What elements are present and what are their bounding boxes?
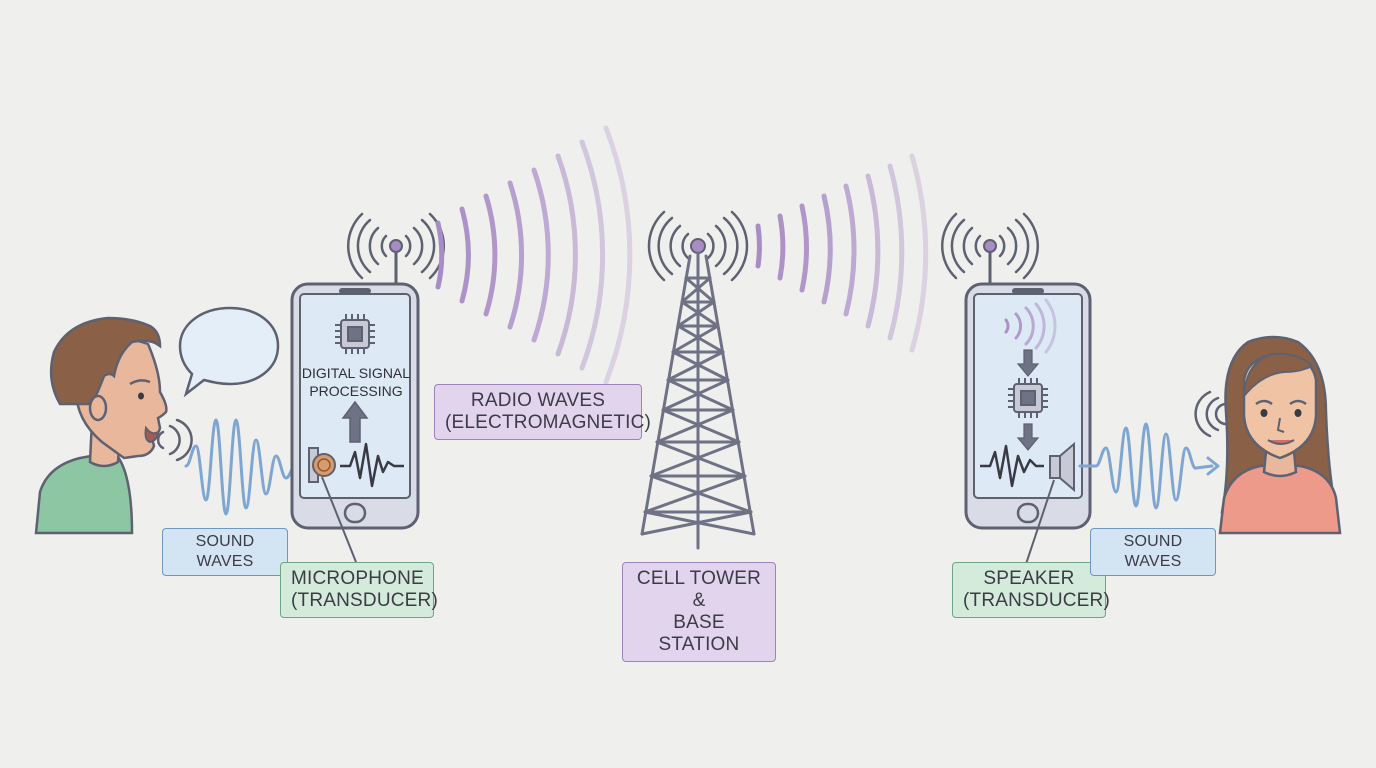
speaker-line-1: SPEAKER: [983, 568, 1075, 589]
man-figure: [34, 316, 168, 535]
man-shirt: [34, 450, 134, 535]
man-ear: [88, 394, 108, 422]
sound-waves-right-label: SOUND WAVES: [1090, 528, 1216, 576]
electric-signal-right: [980, 444, 1044, 488]
radio-waves-label: RADIO WAVES (ELECTROMAGNETIC): [434, 384, 652, 440]
speaker-label: SPEAKER (TRANSDUCER): [952, 562, 1111, 618]
mouth-sound-arcs: [156, 418, 193, 462]
speaker-icon: [1049, 441, 1075, 493]
sound-waves-left-text: SOUND WAVES: [195, 533, 255, 570]
sound-waves-left-label: SOUND WAVES: [162, 528, 288, 576]
microphone-pointer: [321, 476, 357, 563]
ear-sound-arcs: [1194, 390, 1228, 438]
man-eyebrow: [129, 379, 151, 386]
woman-nose: [1276, 417, 1285, 433]
down-arrow-icon: [1016, 423, 1040, 451]
electric-signal-left: [340, 442, 404, 488]
sound-arrow-icon: [1206, 456, 1220, 476]
man-mouth: [144, 425, 160, 444]
antenna-icon: [941, 212, 1039, 280]
down-arrow-icon: [1016, 349, 1040, 377]
man-hair: [49, 316, 162, 406]
woman-eye: [1260, 409, 1268, 417]
home-button: [343, 502, 367, 524]
phone-right: [941, 212, 1092, 530]
dsp-caption: DIGITAL SIGNAL PROCESSING: [298, 364, 414, 400]
chip-icon: [1008, 378, 1048, 418]
woman-fringe: [1242, 352, 1314, 400]
phone-left: [290, 212, 445, 530]
radio-waves-left: [435, 125, 633, 385]
speaker-line-2: (TRANSDUCER): [963, 590, 1111, 611]
sound-waves-right-text: SOUND WAVES: [1123, 533, 1183, 570]
cell-tower-label: CELL TOWER & BASE STATION: [622, 562, 776, 662]
woman-shirt: [1218, 464, 1342, 535]
cell-tower-line-2: BASE STATION: [658, 612, 740, 655]
man-eye: [138, 392, 144, 400]
sound-wave-left: [184, 418, 308, 516]
microphone-icon: [308, 447, 336, 483]
microphone-line-1: MICROPHONE: [291, 568, 424, 589]
radio-waves-line-1: RADIO WAVES: [470, 390, 606, 411]
incoming-radio-icon: [1004, 298, 1057, 354]
sound-wave-right: [1078, 422, 1214, 510]
woman-eye: [1294, 409, 1302, 417]
home-button: [1016, 502, 1040, 524]
radio-waves-right: [755, 153, 929, 353]
dsp-line-2: PROCESSING: [309, 383, 403, 399]
speaker-pointer: [1025, 479, 1055, 565]
woman-figure: [1218, 335, 1342, 535]
antenna-icon: [647, 210, 749, 282]
woman-mouth: [1267, 439, 1295, 445]
dsp-line-1: DIGITAL SIGNAL: [301, 365, 411, 381]
up-arrow-icon: [341, 400, 369, 443]
woman-neck: [1262, 450, 1298, 478]
radio-waves-line-2: (ELECTROMAGNETIC): [445, 412, 652, 433]
microphone-label: MICROPHONE (TRANSDUCER): [280, 562, 439, 618]
microphone-line-2: (TRANSDUCER): [291, 590, 439, 611]
cell-tower-line-1: CELL TOWER &: [636, 568, 762, 611]
speech-bubble-icon: [178, 306, 280, 398]
chip-icon: [335, 314, 375, 354]
cell-tower: [640, 210, 756, 550]
